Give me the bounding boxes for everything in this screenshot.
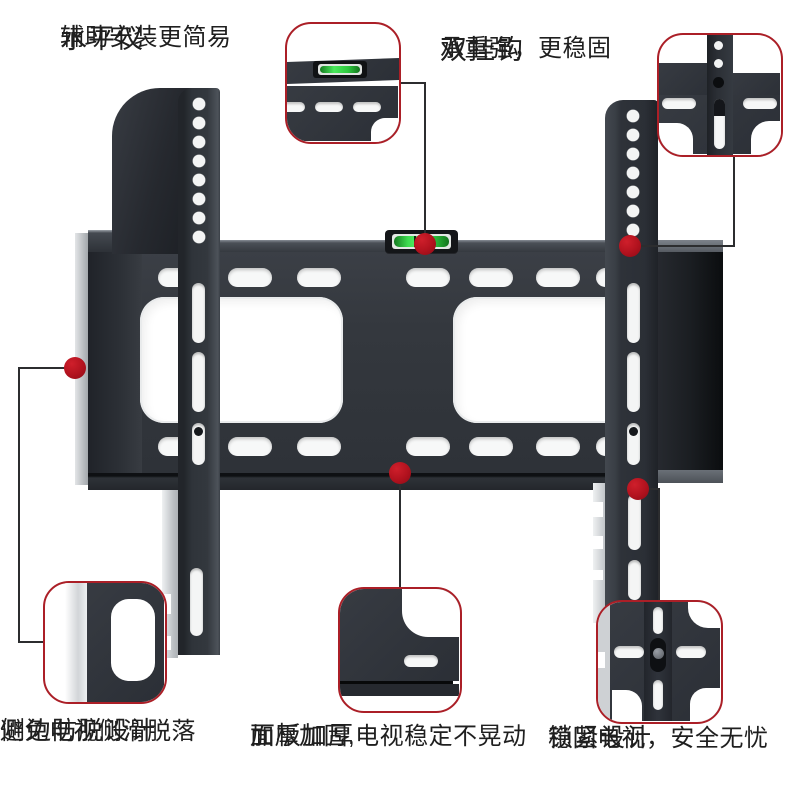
left-rail-slot xyxy=(192,352,205,412)
callout-line-hooks xyxy=(640,245,735,247)
detail-slot xyxy=(653,607,663,634)
plate-slot xyxy=(536,268,580,287)
plate-slot xyxy=(406,268,450,287)
plate-slot xyxy=(228,437,272,456)
detail-hole xyxy=(714,41,723,50)
wall-plate-right-bottom-strip xyxy=(653,470,723,483)
annotation-lock-desc: 稳固电视，安全无忧 xyxy=(548,725,769,752)
detail-opening-corner xyxy=(690,688,720,721)
detail-slot xyxy=(404,655,438,667)
annotation-lock-title: 锁紧设计 xyxy=(548,724,653,752)
detail-level-bubble xyxy=(320,66,360,73)
detail-slot xyxy=(662,98,696,109)
plate-slot xyxy=(228,268,272,287)
right-rail-slot xyxy=(628,494,641,550)
detail-opening-corner xyxy=(659,123,693,155)
detail-slot xyxy=(653,680,663,710)
right-rail-holes xyxy=(619,106,647,246)
detail-opening-corner xyxy=(612,690,642,721)
detail-opening-corner xyxy=(371,118,399,142)
plate-slot xyxy=(297,268,341,287)
callout-line-hooks xyxy=(733,157,735,247)
right-rail-slot xyxy=(627,283,640,343)
annotation-hooks-title: 双挂钩 xyxy=(440,35,524,65)
detail-level-housing xyxy=(313,61,367,78)
left-rail-keyhole-dot xyxy=(194,427,203,436)
callout-line-side xyxy=(18,641,45,643)
annotation-level-title: 水平仪 xyxy=(60,24,144,54)
feature-marker-side xyxy=(64,357,86,379)
plate-slot xyxy=(469,268,513,287)
detail-level-window xyxy=(318,64,362,75)
callout-line-side xyxy=(18,367,20,643)
annotation-side-title: 侧边防脱设计 xyxy=(0,717,157,745)
flange-notch xyxy=(593,570,603,580)
detail-side-cutout xyxy=(111,599,155,681)
callout-line-level xyxy=(400,82,426,84)
annotation-hooks-desc: 承重强，更稳固 xyxy=(440,35,612,62)
detail-hook-slot xyxy=(714,99,725,149)
callout-panel-detail xyxy=(338,587,462,713)
detail-lock-screw xyxy=(653,648,664,659)
detail-opening-corner xyxy=(751,121,781,155)
wall-plate-left-end xyxy=(88,252,142,473)
plate-slot xyxy=(406,437,450,456)
wall-plate-top-lip xyxy=(88,240,658,253)
detail-edge-seam xyxy=(340,681,453,684)
detail-slot xyxy=(287,102,305,112)
callout-level-detail xyxy=(285,22,401,144)
callout-line-level xyxy=(424,82,426,236)
left-rail-slot xyxy=(190,568,203,636)
callout-line-side xyxy=(18,367,66,369)
flange-notch xyxy=(593,502,603,517)
detail-slot xyxy=(743,98,777,109)
plate-slot xyxy=(297,437,341,456)
feature-marker-panel xyxy=(389,462,411,484)
left-rail-holes xyxy=(185,94,213,246)
plate-slot xyxy=(536,437,580,456)
detail-slot xyxy=(315,102,343,112)
right-rail-slot xyxy=(627,352,640,412)
detail-slot xyxy=(614,646,644,658)
callout-line-panel xyxy=(399,482,401,588)
detail-slot xyxy=(676,646,706,658)
annotation-panel-title: 面板加厚 xyxy=(250,722,355,750)
detail-hole xyxy=(714,59,723,68)
plate-slot xyxy=(469,437,513,456)
callout-hooks-detail xyxy=(657,33,783,157)
feature-marker-hooks xyxy=(619,235,641,257)
flange-notch xyxy=(593,536,603,549)
callout-side-detail xyxy=(43,581,167,704)
callout-lock-detail xyxy=(596,600,723,724)
detail-side-edge xyxy=(65,583,87,702)
detail-bar-left xyxy=(659,63,711,101)
right-rail-slot xyxy=(628,560,641,600)
feature-marker-lock xyxy=(627,478,649,500)
feature-marker-level xyxy=(414,233,436,255)
detail-hook-hole xyxy=(713,77,724,88)
right-rail-keyhole-dot xyxy=(629,427,638,436)
wall-plate-right-end xyxy=(653,252,723,470)
detail-slot xyxy=(353,102,381,112)
detail-opening-corner xyxy=(402,589,459,637)
flange-notch xyxy=(598,652,605,668)
detail-bottom-edge xyxy=(340,684,459,696)
callout-line-lock xyxy=(658,488,660,602)
wall-plate-bottom-lip xyxy=(88,473,658,490)
wall-plate-left-opening xyxy=(140,297,343,423)
callout-line-lock xyxy=(646,488,660,490)
detail-hook xyxy=(714,99,725,116)
annotation-level-desc: 辅助安装更简易 xyxy=(60,24,232,51)
annotation-side-desc: 避免电视侧滑脱落 xyxy=(0,718,196,745)
annotation-panel-desc: 加厚加固,电视稳定不晃动 xyxy=(250,723,527,750)
left-rail-slot xyxy=(192,283,205,343)
